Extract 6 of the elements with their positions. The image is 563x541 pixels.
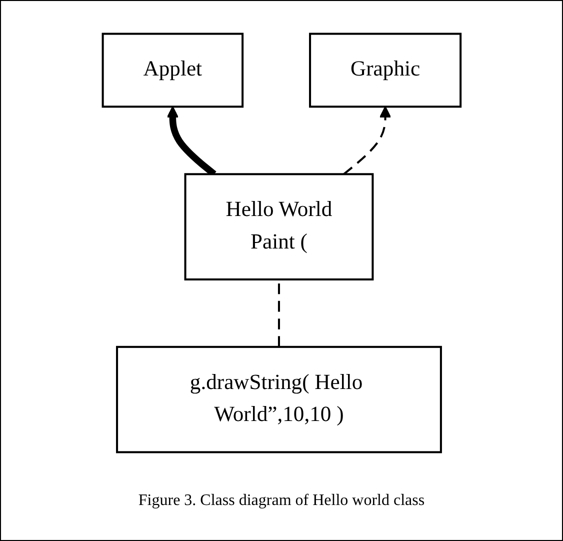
- caption: Figure 3. Class diagram of Hello world class: [138, 492, 425, 510]
- arrow: [342, 106, 392, 174]
- node-box: g.drawString( Hello World”,10,10 ): [116, 345, 442, 453]
- node-box: Hello World Paint (: [184, 172, 374, 280]
- node-box: Graphic: [308, 32, 462, 108]
- node-box: Applet: [102, 32, 244, 108]
